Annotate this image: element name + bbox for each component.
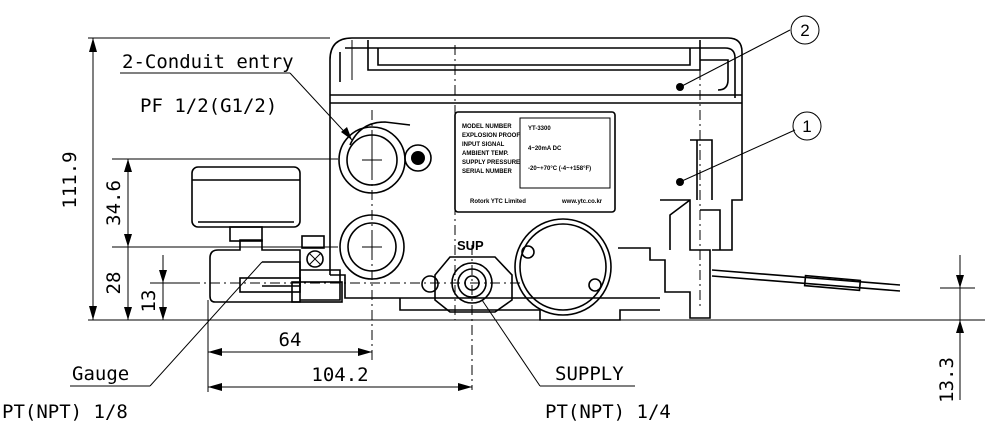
conduit-spec: PF 1/2(G1/2)	[140, 95, 277, 117]
housing	[329, 37, 901, 321]
sup-mark: SUP	[457, 238, 484, 253]
nameplate-left-line: SUPPLY PRESSURE	[462, 160, 520, 166]
dim-111-9: 111.9	[59, 151, 81, 208]
supply-spec: PT(NPT) 1/4	[545, 401, 671, 423]
dim-34-6: 34.6	[103, 180, 125, 226]
dim-13: 13	[138, 290, 160, 313]
center-lines	[150, 45, 701, 390]
callout-2-number: 2	[800, 21, 809, 40]
callout-1: 1	[792, 111, 822, 141]
nameplate-maker: Rotork YTC Limited	[470, 199, 526, 205]
nameplate-left-line: INPUT SIGNAL	[462, 142, 505, 148]
leader-lines	[70, 29, 796, 387]
dim-104-2: 104.2	[311, 364, 368, 386]
screw-hole-icon	[676, 83, 684, 91]
supply-title: SUPPLY	[555, 363, 624, 385]
nameplate-left-line: AMBIENT TEMP.	[462, 151, 509, 157]
pressure-gauge	[191, 166, 343, 303]
conduit-entry-upper	[338, 121, 432, 194]
dimension-lines	[88, 37, 985, 400]
nameplate-left-line: SERIAL NUMBER	[462, 169, 513, 175]
dim-64: 64	[279, 329, 302, 351]
nameplate-right-line: -20~+70°C (-4~+158°F)	[528, 166, 591, 172]
nameplate-right-line: 4~20mA DC	[528, 146, 562, 152]
dim-28: 28	[103, 272, 125, 295]
callout-1-number: 1	[802, 117, 811, 136]
conduit-title: 2-Conduit entry	[122, 51, 294, 73]
dim-13-3: 13.3	[936, 357, 958, 403]
nameplate-right-line: YT-3300	[528, 126, 551, 132]
screw-hole-icon	[676, 178, 684, 186]
supply-port: SUP	[421, 238, 513, 313]
gauge-title: Gauge	[72, 363, 129, 385]
nameplate-left-line: MODEL NUMBER	[462, 124, 512, 130]
nameplate: MODEL NUMBER EXPLOSION PROOF INPUT SIGNA…	[454, 111, 616, 213]
nameplate-left-line: EXPLOSION PROOF	[462, 133, 520, 139]
round-cover	[514, 218, 612, 316]
gauge-spec: PT(NPT) 1/8	[2, 401, 128, 423]
nameplate-url: www.ytc.co.kr	[561, 199, 603, 205]
callout-2: 2	[790, 15, 820, 45]
